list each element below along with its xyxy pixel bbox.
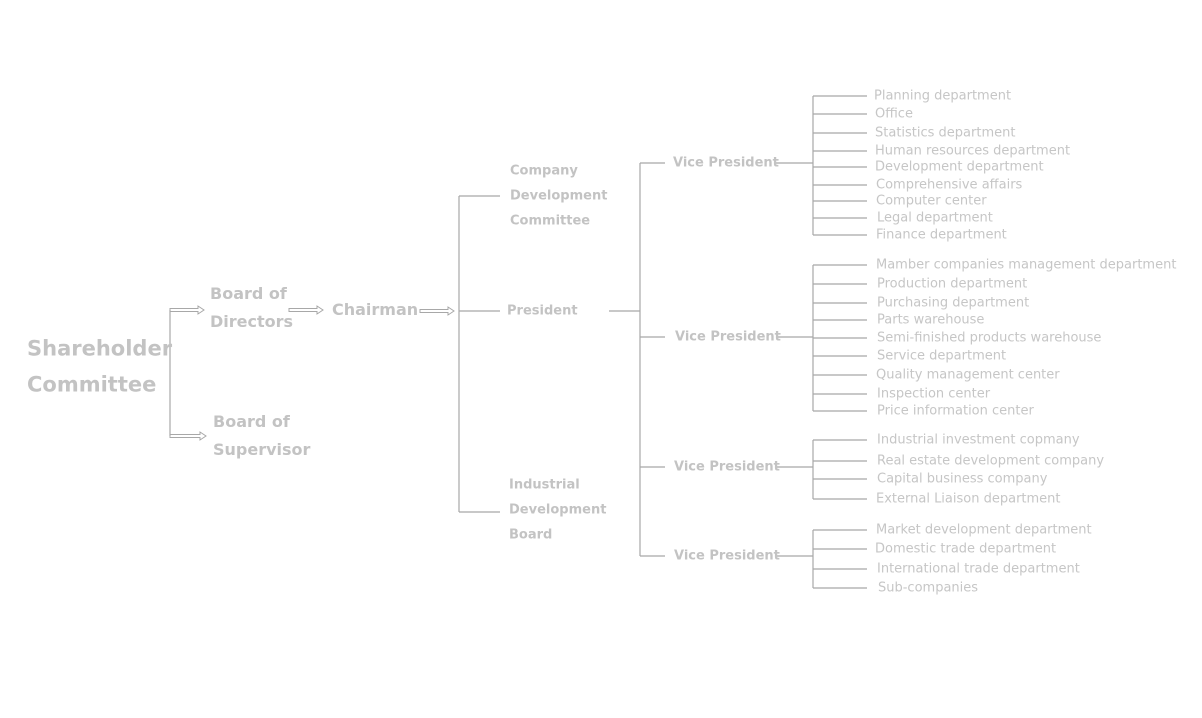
vice-president-label: Vice President xyxy=(674,548,780,564)
company-dev-committee-line2: Development xyxy=(510,188,608,204)
arrow-to-board-of-supervisor xyxy=(169,431,207,441)
department-label: Development department xyxy=(875,159,1044,175)
arrow-to-chairman xyxy=(288,305,324,315)
department-label: Statistics department xyxy=(875,125,1016,141)
board-of-supervisor-line1: Board of xyxy=(213,412,290,431)
department-label: Semi-finished products warehouse xyxy=(877,330,1102,346)
department-label: Inspection center xyxy=(877,386,991,402)
department-label: Production department xyxy=(877,276,1028,292)
arrow-to-chairman-branch xyxy=(419,306,455,316)
department-label: Finance department xyxy=(876,227,1007,243)
department-label: Capital business company xyxy=(877,471,1048,487)
department-label: Quality management center xyxy=(876,367,1060,383)
department-label: Planning department xyxy=(874,88,1012,104)
department-label: Real estate development company xyxy=(877,453,1105,469)
department-label: Service department xyxy=(877,348,1007,364)
department-label: Parts warehouse xyxy=(877,312,985,328)
department-label: Mamber companies management department xyxy=(876,257,1177,273)
company-dev-committee-line1: Company xyxy=(510,163,578,179)
department-label: Price information center xyxy=(877,403,1034,419)
company-dev-committee-line3: Committee xyxy=(510,213,591,229)
president-label: President xyxy=(507,303,578,319)
department-label: Comprehensive affairs xyxy=(876,177,1023,193)
industrial-dev-board-line1: Industrial xyxy=(509,477,580,493)
department-label: External Liaison department xyxy=(876,491,1061,507)
board-of-directors-line1: Board of xyxy=(210,284,287,303)
department-label: Legal department xyxy=(877,210,993,226)
vice-president-label: Vice President xyxy=(675,329,781,345)
industrial-dev-board-line3: Board xyxy=(509,527,553,543)
department-label: Market development department xyxy=(876,522,1092,538)
arrow-to-board-of-directors xyxy=(169,305,205,315)
vice-president-label: Vice President xyxy=(673,155,779,171)
department-label: Industrial investment copmany xyxy=(877,432,1080,448)
shareholder-committee-line1: Shareholder xyxy=(27,336,173,361)
department-label: International trade department xyxy=(877,561,1080,577)
department-label: Computer center xyxy=(876,193,987,209)
department-label: Domestic trade department xyxy=(875,541,1057,557)
board-of-supervisor-line2: Supervisor xyxy=(213,440,311,459)
chairman-label: Chairman xyxy=(332,300,419,319)
department-label: Human resources department xyxy=(875,143,1071,159)
department-label: Purchasing department xyxy=(877,295,1030,311)
shareholder-committee-line2: Committee xyxy=(27,372,157,397)
department-label: Sub-companies xyxy=(878,580,979,596)
board-of-directors-line2: Directors xyxy=(210,312,294,331)
vice-president-label: Vice President xyxy=(674,459,780,475)
industrial-dev-board-line2: Development xyxy=(509,502,607,518)
department-label: Office xyxy=(875,106,913,122)
